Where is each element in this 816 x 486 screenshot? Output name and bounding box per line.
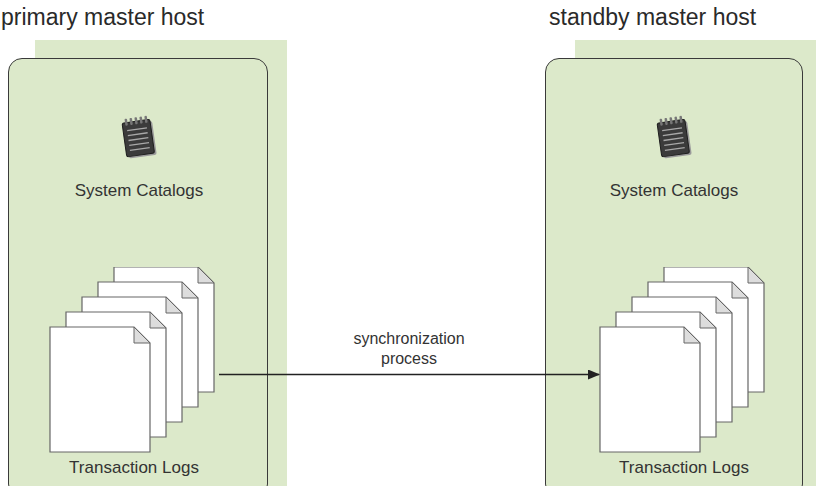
catalog-label: System Catalogs <box>44 180 234 202</box>
document-stack <box>49 267 219 457</box>
notepad-group <box>657 115 692 159</box>
notepad-ring <box>674 116 677 123</box>
page-fold <box>150 312 166 328</box>
notepad-ring <box>669 117 672 124</box>
notepad-line <box>130 148 150 151</box>
page-fold <box>716 297 732 313</box>
notepad-line <box>664 143 684 146</box>
notepad-line <box>662 128 682 131</box>
sync-arrow <box>219 374 599 376</box>
page-fold <box>732 282 748 298</box>
page-fold <box>684 327 700 343</box>
notepad-ring <box>139 116 142 123</box>
notepad-icon <box>652 112 696 160</box>
notepad-ring <box>679 116 682 123</box>
page-fold <box>166 297 182 313</box>
page-fold <box>134 327 150 343</box>
document-page <box>50 327 150 452</box>
catalog-node: System Catalogs <box>599 104 749 204</box>
notepad-ring <box>664 118 667 125</box>
notepad-ring <box>129 118 132 125</box>
notepad-line <box>128 133 148 136</box>
page-fold <box>748 267 764 283</box>
notepad-line <box>665 148 685 151</box>
notepad-icon <box>117 112 161 160</box>
host-heading: standby master host <box>549 3 756 31</box>
host-heading: primary master host <box>1 3 204 31</box>
catalog-label: System Catalogs <box>579 180 769 202</box>
notepad-line <box>127 128 147 131</box>
notepad-group <box>122 115 157 159</box>
notepad-ring <box>659 119 662 126</box>
notepad-body <box>122 119 154 157</box>
log-stack-node: Transaction Logs <box>599 267 769 482</box>
notepad-line <box>129 138 149 141</box>
host-panel: standby master hostSystem CatalogsTransa… <box>545 58 803 486</box>
notepad-line <box>129 143 149 146</box>
log-label: Transaction Logs <box>579 457 789 479</box>
notepad-ring <box>144 116 147 123</box>
document-page <box>600 327 700 452</box>
notepad-ring <box>134 117 137 124</box>
edge-label: synchronization process <box>339 329 479 369</box>
notepad-line <box>663 133 683 136</box>
host-panel: primary master hostSystem CatalogsTransa… <box>8 58 268 486</box>
notepad-body <box>657 119 689 157</box>
log-stack-node: Transaction Logs <box>49 267 219 482</box>
catalog-node: System Catalogs <box>64 104 214 204</box>
document-stack <box>599 267 769 457</box>
notepad-line <box>664 138 684 141</box>
log-label: Transaction Logs <box>29 457 239 479</box>
page-fold <box>182 282 198 298</box>
page-fold <box>700 312 716 328</box>
notepad-ring <box>124 119 127 126</box>
page-fold <box>198 267 214 283</box>
